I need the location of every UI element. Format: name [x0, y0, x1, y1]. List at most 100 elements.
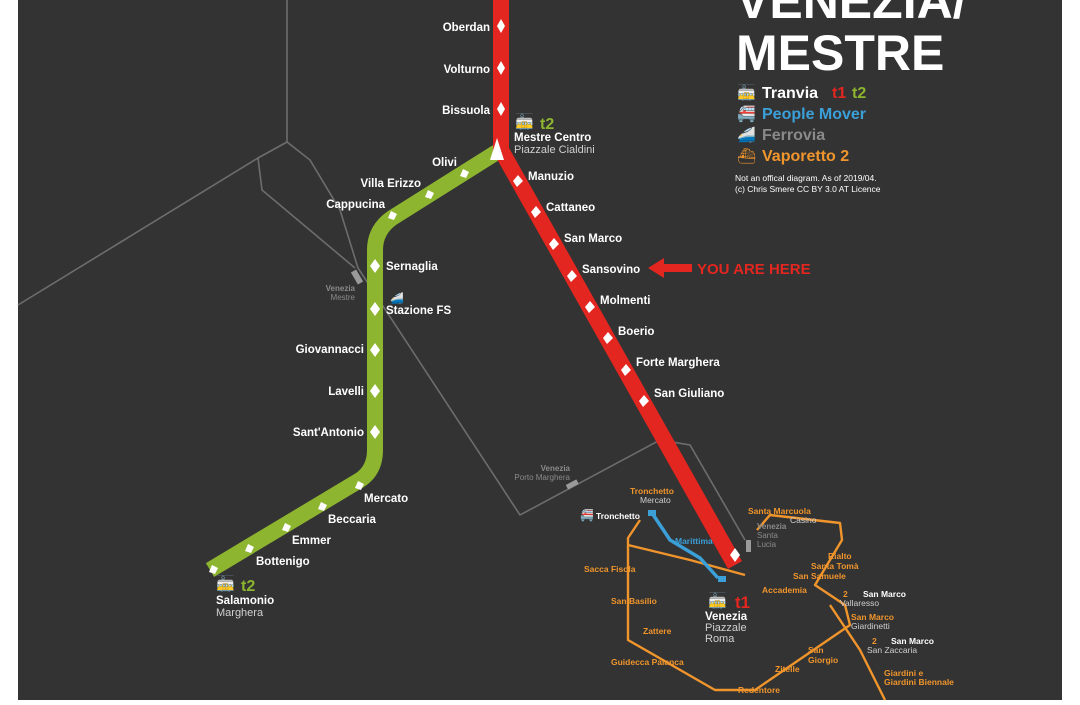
stop-label-giovannacci: Giovannacci: [296, 344, 364, 356]
title-line-1: VENEZIA/: [736, 0, 967, 29]
railway-lines: [17, 0, 746, 541]
stop-label-olivi: Olivi: [432, 157, 457, 169]
t1-stop-labels: Oberdan Volturno Bissuola Manuzio Cattan…: [442, 22, 724, 400]
interchange-sub-mestre-centro: Piazzale Cialdini: [514, 144, 595, 156]
stop-label-forte-marghera: Forte Marghera: [636, 357, 720, 369]
train-icon: 🚄: [737, 126, 756, 144]
mestre-centro-marker: [490, 138, 504, 160]
vap-label-accademia: Accademia: [762, 585, 807, 595]
tram-line-t1: [493, 0, 742, 569]
t2-stop-markers: [209, 169, 469, 574]
stop-marker-venezia: [730, 548, 740, 562]
legend-ferry: Vaporetto 2: [762, 148, 849, 165]
you-are-here-marker: YOU ARE HERE: [648, 258, 811, 278]
stop-marker-sansovino: [567, 270, 577, 282]
vap-label-san-marco-giardinetti: San Marco: [851, 612, 894, 622]
legend: 🚋 Tranvia t1 t2 🚝 People Mover 🚄 Ferrovi…: [735, 84, 881, 194]
stop-marker-manuzio: [513, 175, 523, 187]
vap-sub-san-zaccaria: San Zaccaria: [867, 645, 917, 655]
vap-label-tronchetto-mercato: Tronchetto: [630, 486, 674, 496]
stop-label-stazione-fs: Stazione FS: [386, 305, 452, 317]
legend-t1: t1: [832, 85, 846, 102]
stop-label-volturno: Volturno: [444, 64, 490, 76]
tram-icon: 🚋: [708, 592, 727, 610]
stop-label-san-giuliano: San Giuliano: [654, 388, 724, 400]
stop-marker-villa-erizzo: [425, 190, 434, 199]
vap-label-san-basilio: San Basilio: [611, 596, 657, 606]
rail-icon-stazione: 🚄: [390, 292, 404, 305]
interchange-name-mestre-centro: Mestre Centro: [514, 132, 591, 144]
stop-label-molmenti: Molmenti: [600, 295, 650, 307]
stop-label-cattaneo: Cattaneo: [546, 202, 595, 214]
rail-marker-santa-lucia: [746, 540, 751, 552]
vaporetto-loop: [626, 513, 852, 692]
vap-label-san-marco-zaccaria: San Marco: [891, 636, 934, 646]
legend-note-1: Not an offical diagram. As of 2019/04.: [735, 173, 877, 183]
vap-label-giardini-1: Giardini e: [884, 668, 923, 678]
t2-stop-labels: Olivi Villa Erizzo Cappucina Sernaglia S…: [256, 157, 457, 568]
stop-marker-san-giuliano: [639, 395, 649, 407]
pm-label-marittima: Marittima: [675, 536, 713, 546]
stop-label-sernaglia: Sernaglia: [386, 261, 438, 273]
stop-label-bissuola: Bissuola: [442, 105, 491, 117]
rail-label-santa-lucia-sub2: Lucia: [757, 540, 777, 549]
rail-line-west: [17, 157, 259, 306]
stop-label-bottenigo: Bottenigo: [256, 556, 310, 568]
map-background: [18, 0, 1062, 700]
rail-label-porto-name: Venezia: [541, 464, 571, 473]
stop-marker-lavelli: [370, 384, 380, 398]
stop-label-sansovino: Sansovino: [582, 264, 640, 276]
vap-label-san-samuele: San Samuele: [793, 571, 846, 581]
you-are-here-label: YOU ARE HERE: [697, 261, 811, 278]
stop-marker-bottenigo: [245, 544, 254, 553]
rail-line-junction: [286, 141, 359, 269]
t1-stop-markers: [497, 19, 740, 562]
pm-marker-piazzale-roma: [718, 576, 726, 582]
stop-label-lavelli: Lavelli: [328, 386, 364, 398]
vaporetto-labels: Tronchetto Mercato Santa Marcuola Casino…: [584, 486, 954, 695]
legend-t2: t2: [852, 85, 866, 102]
tram-icon: 🚋: [515, 113, 534, 131]
vap-label-san-marco-vallaresso: San Marco: [863, 589, 906, 599]
stop-label-manuzio: Manuzio: [528, 171, 574, 183]
interchange-sub-venezia-1: Piazzale: [705, 622, 747, 634]
interchange-mestre-centro: 🚋 t2 Mestre Centro Piazzale Cialdini: [514, 113, 595, 156]
stop-label-cappucina: Cappucina: [326, 199, 385, 211]
legend-note-2: (c) Chris Smere CC BY 3.0 AT Licence: [735, 184, 881, 194]
rail-label-porto-sub: Porto Marghera: [514, 473, 570, 482]
stop-marker-stazione-fs: [370, 302, 380, 316]
vap-label-santa-marcuola: Santa Marcuola: [748, 506, 811, 516]
interchange-salamonio: 🚋 t2 Salamonio Marghera: [216, 575, 274, 619]
pm-label-tronchetto: Tronchetto: [596, 511, 640, 521]
boat-icon: ⛴: [737, 148, 756, 165]
vap-label-zitelle: Zitelle: [775, 664, 800, 674]
title-line-2: MESTRE: [736, 25, 944, 81]
vap-sub-giardinetti: Giardinetti: [851, 621, 890, 631]
stop-marker-oberdan: [497, 19, 505, 33]
vap-label-rialto: Rialto: [828, 551, 852, 561]
legend-tram-label: Tranvia: [762, 85, 818, 102]
interchange-sub-venezia-2: Roma: [705, 633, 735, 645]
tram-icon: 🚋: [737, 84, 756, 102]
you-are-here-arrow: [648, 258, 692, 278]
interchange-venezia: 🚋 t1 Venezia Piazzale Roma: [705, 592, 750, 645]
t1-badge: t1: [735, 593, 750, 612]
tram-icon: 🚋: [216, 575, 235, 593]
vap-sub-tronchetto-mercato: Mercato: [640, 495, 671, 505]
rail-label-santa-lucia-name: Venezia: [757, 522, 787, 531]
stop-marker-cappucina: [388, 211, 397, 220]
rail-marker-porto: [565, 479, 579, 490]
stop-marker-olivi: [460, 169, 469, 178]
vap-label-guidecca-palanca: Guidecca Palanca: [611, 657, 684, 667]
vaporetto-east-branch: [829, 604, 887, 701]
rail-label-santa-lucia-sub1: Santa: [757, 531, 778, 540]
stop-label-sant-antonio: Sant'Antonio: [293, 427, 364, 439]
legend-people-mover: People Mover: [762, 106, 866, 123]
vap-tag-san-zaccaria: 2: [872, 636, 877, 646]
stop-marker-sernaglia: [370, 259, 380, 273]
stop-label-beccaria: Beccaria: [328, 514, 377, 526]
stop-marker-san-marco: [549, 238, 559, 250]
rail-station-markers: 🚄: [350, 269, 751, 552]
stop-marker-volturno: [497, 61, 505, 75]
